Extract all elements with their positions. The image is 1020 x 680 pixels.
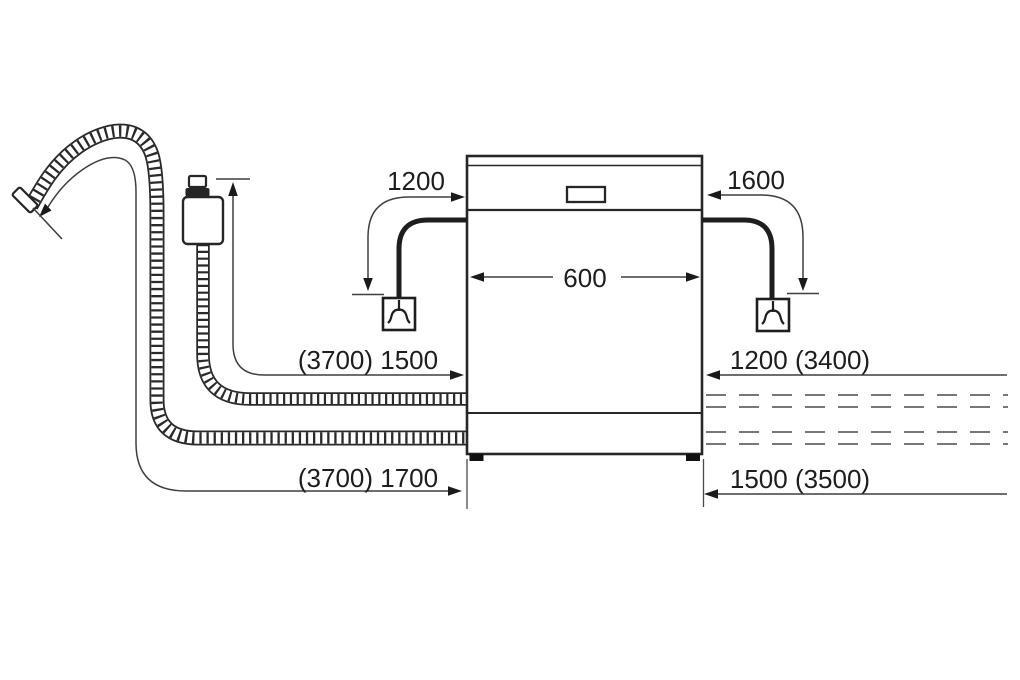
inlet-hose xyxy=(196,244,470,406)
dim-power-cord-right xyxy=(707,190,819,295)
power-cable-left xyxy=(396,217,467,298)
label-drain-hose-right: 1500 (3500) xyxy=(730,464,870,494)
dishwasher xyxy=(465,154,704,461)
foot-left xyxy=(469,454,484,461)
label-appliance-width: 600 xyxy=(563,263,606,293)
foot-right xyxy=(686,454,700,461)
aquastop-valve-icon xyxy=(181,174,225,246)
label-inlet-hose-left: (3700) 1500 xyxy=(298,345,438,375)
label-power-cord-right: 1600 xyxy=(727,165,785,195)
door-handle xyxy=(565,185,607,204)
label-power-cord-left: 1200 xyxy=(387,166,445,196)
dim-drain-hose-left xyxy=(32,156,462,496)
label-inlet-hose-right: 1200 (3400) xyxy=(730,345,870,375)
drain-hose xyxy=(11,123,470,446)
dim-drain-hose-right xyxy=(704,489,1007,499)
dim-inlet-hose-left xyxy=(216,178,464,380)
socket-outlet-icon-right xyxy=(755,297,791,333)
alternative-hose-routing-dashes xyxy=(706,394,1008,445)
dim-power-cord-left xyxy=(352,192,465,296)
power-cable-right xyxy=(702,217,775,299)
dim-inlet-hose-right xyxy=(706,370,1007,380)
label-drain-hose-left: (3700) 1700 xyxy=(298,463,438,493)
socket-outlet-icon-left xyxy=(381,296,417,332)
dim-appliance-width xyxy=(470,272,700,282)
